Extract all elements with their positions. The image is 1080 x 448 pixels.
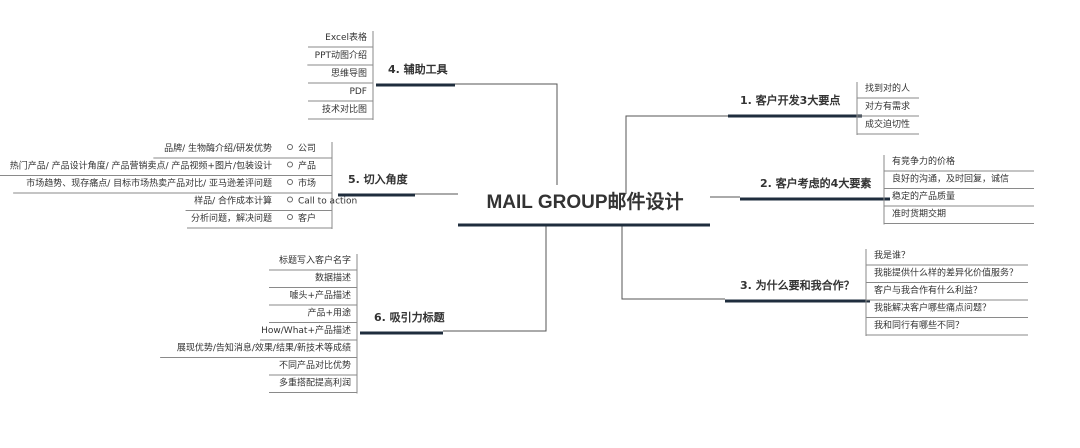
- leaf-node[interactable]: 我是谁？: [866, 250, 1028, 266]
- leaf-node[interactable]: Call to action 样品/ 合作成本计算: [185, 195, 358, 211]
- trunk-line-6: [443, 226, 547, 332]
- trunk-line-1: [625, 115, 728, 194]
- branch-title[interactable]: 3. 为什么要和我合作？: [740, 278, 855, 292]
- leaf-text: PPT动图介绍: [315, 49, 367, 61]
- bullet-icon: [287, 161, 293, 168]
- leaf-text: 思维导图: [331, 67, 367, 79]
- leaf-node[interactable]: 对方有需求: [857, 100, 919, 117]
- center-node[interactable]: MAIL GROUP邮件设计: [458, 190, 710, 227]
- leaf-node[interactable]: 客户 分析问题，解决问题: [187, 212, 332, 229]
- leaf-text: 多重搭配提高利润: [279, 377, 351, 389]
- leaf-text: 噱头+产品描述: [289, 289, 351, 301]
- leaf-node[interactable]: 公司 品牌/ 生物酶介绍/研发优势: [153, 142, 332, 159]
- leaf-node[interactable]: 我和同行有哪些不同？: [866, 319, 1028, 336]
- trunk-line-4: [455, 83, 558, 185]
- leaf-label: 市场: [298, 177, 316, 189]
- leaf-text: 技术对比图: [322, 103, 367, 115]
- branch-title[interactable]: 6. 吸引力标题: [374, 310, 446, 324]
- branch-title[interactable]: 1. 客户开发3大要点: [740, 93, 840, 107]
- leaf-text: 准时货期交期: [892, 208, 946, 220]
- leaf-text: 标题写入客户名字: [279, 254, 351, 266]
- bullet-icon: [287, 179, 293, 185]
- leaf-detail: 分析问题，解决问题: [191, 212, 272, 224]
- leaf-node[interactable]: 思维导图: [308, 67, 373, 84]
- bullet-icon: [287, 214, 293, 220]
- leaf-text: 成交迫切性: [865, 118, 910, 130]
- leaf-node[interactable]: 有竞争力的价格: [884, 155, 1034, 172]
- leaf-text: 我能解决客户哪些痛点问题？: [874, 302, 991, 314]
- leaf-text: Excel表格: [325, 31, 367, 43]
- leaf-text: 我和同行有哪些不同？: [874, 319, 964, 331]
- leaf-text: How/What+产品描述: [261, 324, 351, 336]
- leaf-text: 我能提供什么样的差异化价值服务？: [874, 267, 1018, 279]
- leaf-node[interactable]: 数据描述: [269, 272, 357, 288]
- leaf-node[interactable]: PPT动图介绍: [307, 49, 373, 66]
- leaf-node[interactable]: 不同产品对比优势: [269, 359, 357, 376]
- branch-title[interactable]: 4. 辅助工具: [388, 62, 448, 76]
- leaf-text: 良好的沟通，及时回复，诚信: [892, 173, 1009, 185]
- leaf-text: 客户与我合作有什么利益？: [874, 284, 982, 296]
- leaf-text: 数据描述: [315, 272, 351, 284]
- leaf-node[interactable]: 找到对的人: [857, 82, 919, 99]
- leaf-text: 不同产品对比优势: [279, 359, 351, 371]
- trunk-line-3: [621, 226, 725, 300]
- leaf-node[interactable]: 我能提供什么样的差异化价值服务？: [866, 267, 1028, 283]
- leaf-detail: 市场趋势、现存痛点/ 目标市场热卖产品对比/ 亚马逊差评问题: [26, 177, 272, 189]
- center-title: MAIL GROUP邮件设计: [486, 190, 683, 213]
- leaf-node[interactable]: PDF: [308, 87, 373, 102]
- leaf-node[interactable]: 展现优势/告知消息/效果/结果/新技术等成绩: [160, 342, 357, 358]
- leaf-node[interactable]: 市场 市场趋势、现存痛点/ 目标市场热卖产品对比/ 亚马逊差评问题: [13, 177, 332, 194]
- leaf-text: 展现优势/告知消息/效果/结果/新技术等成绩: [177, 342, 351, 354]
- branch-title[interactable]: 2. 客户考虑的4大要素: [760, 176, 871, 190]
- leaf-node[interactable]: 技术对比图: [308, 103, 373, 120]
- leaf-label: 产品: [298, 160, 316, 172]
- leaf-node[interactable]: 准时货期交期: [884, 208, 1034, 224]
- leaf-text: 产品+用途: [307, 307, 351, 319]
- leaf-node[interactable]: 噱头+产品描述: [269, 289, 357, 306]
- leaf-detail: 热门产品/ 产品设计角度/ 产品营销卖点/ 产品视频+图片/包装设计: [10, 160, 272, 172]
- leaf-detail: 样品/ 合作成本计算: [194, 195, 272, 207]
- leaf-label: 客户: [298, 212, 316, 224]
- leaf-text: PDF: [349, 87, 367, 97]
- branch-title[interactable]: 5. 切入角度: [348, 172, 409, 186]
- leaf-label: 公司: [298, 143, 316, 154]
- leaf-label: Call to action: [298, 197, 357, 207]
- bullet-icon: [287, 144, 293, 150]
- leaf-node[interactable]: 成交迫切性: [857, 118, 919, 135]
- connector-lines: [415, 83, 740, 332]
- leaf-text: 对方有需求: [865, 100, 910, 112]
- branch-2: 2. 客户考虑的4大要素 有竞争力的价格良好的沟通，及时回复，诚信稳定的产品质量准…: [740, 155, 1034, 225]
- branch-3: 3. 为什么要和我合作？ 我是谁？ 我能提供什么样的差异化价值服务？ 客户与我合作有什…: [725, 249, 1028, 336]
- leaf-node[interactable]: 产品+用途: [269, 307, 357, 323]
- leaf-text: 有竞争力的价格: [892, 155, 955, 167]
- leaf-node[interactable]: 我能解决客户哪些痛点问题？: [866, 302, 1028, 318]
- leaf-node[interactable]: 多重搭配提高利润: [269, 377, 357, 393]
- leaf-node[interactable]: 稳定的产品质量: [884, 190, 1034, 207]
- leaf-node[interactable]: 良好的沟通，及时回复，诚信: [884, 173, 1034, 189]
- leaf-text: 我是谁？: [874, 250, 910, 261]
- leaf-node[interactable]: Excel表格: [308, 31, 373, 48]
- leaf-detail: 品牌/ 生物酶介绍/研发优势: [164, 142, 272, 154]
- bullet-icon: [287, 196, 293, 203]
- leaf-node[interactable]: 标题写入客户名字: [269, 254, 357, 271]
- leaf-text: 稳定的产品质量: [892, 190, 955, 202]
- leaf-node[interactable]: 产品 热门产品/ 产品设计角度/ 产品营销卖点/ 产品视频+图片/包装设计: [0, 160, 332, 176]
- leaf-node[interactable]: How/What+产品描述: [260, 324, 357, 341]
- leaf-node[interactable]: 客户与我合作有什么利益？: [866, 284, 1028, 301]
- leaf-text: 找到对的人: [865, 82, 910, 94]
